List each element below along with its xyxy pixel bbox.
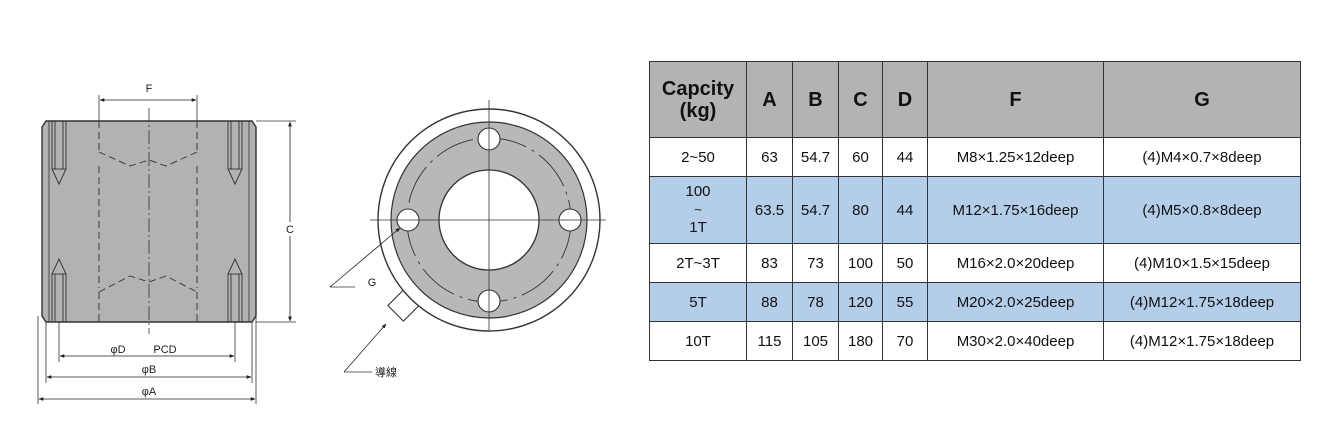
technical-drawing: F C φD PCD φB φA (37, 83, 606, 404)
table-row: 2~50 63 54.7 60 44 M8×1.25×12deep (4)M4×… (649, 137, 1301, 177)
table-row: 5T 88 78 120 55 M20×2.0×25deep (4)M12×1.… (649, 282, 1301, 322)
c-label: C (286, 224, 294, 236)
header-c: C (838, 61, 883, 138)
cell-f: M8×1.25×12deep (927, 137, 1104, 177)
cell-g: (4)M12×1.75×18deep (1103, 282, 1301, 322)
cell-a: 63 (746, 137, 793, 177)
f-label: F (146, 83, 153, 95)
table-row: 100 ~ 1T 63.5 54.7 80 44 M12×1.75×16deep… (649, 176, 1301, 244)
cell-g: (4)M10×1.5×15deep (1103, 243, 1301, 283)
cell-c: 120 (838, 282, 883, 322)
header-a: A (746, 61, 793, 138)
cell-d: 50 (882, 243, 928, 283)
cell-g: (4)M4×0.7×8deep (1103, 137, 1301, 177)
header-b: B (792, 61, 839, 138)
cell-c: 180 (838, 321, 883, 361)
spec-table: Capcity(kg) A B C D F G 2~50 63 54.7 60 … (649, 61, 1301, 361)
cell-a: 115 (746, 321, 793, 361)
capacity-line1: 100 (685, 183, 711, 200)
cell-g: (4)M5×0.8×8deep (1103, 176, 1301, 244)
table-row: 10T 115 105 180 70 M30×2.0×40deep (4)M12… (649, 321, 1301, 361)
cell-d: 44 (882, 176, 928, 244)
capacity-line3: 1T (689, 219, 707, 236)
cell-capacity: 2T~3T (649, 243, 747, 283)
table-header-row: Capcity(kg) A B C D F G (649, 61, 1301, 138)
cell-b: 54.7 (792, 137, 839, 177)
cell-b: 105 (792, 321, 839, 361)
cell-a: 83 (746, 243, 793, 283)
cell-f: M16×2.0×20deep (927, 243, 1104, 283)
header-capacity-line1: Capcity (661, 77, 735, 100)
header-f: F (927, 61, 1104, 138)
cell-c: 80 (838, 176, 883, 244)
header-d: D (882, 61, 928, 138)
cell-f: M30×2.0×40deep (927, 321, 1104, 361)
cell-c: 60 (838, 137, 883, 177)
cell-g: (4)M12×1.75×18deep (1103, 321, 1301, 361)
g-label: G (368, 277, 377, 289)
cell-capacity: 10T (649, 321, 747, 361)
d-label: φD (110, 344, 125, 356)
capacity-line2: ~ (694, 202, 702, 217)
cell-d: 70 (882, 321, 928, 361)
cell-c: 100 (838, 243, 883, 283)
header-g: G (1103, 61, 1301, 138)
cell-b: 78 (792, 282, 839, 322)
cell-capacity: 2~50 (649, 137, 747, 177)
cable-label: 導線 (375, 365, 397, 379)
header-capacity-line2: (kg) (679, 99, 717, 122)
table-row: 2T~3T 83 73 100 50 M16×2.0×20deep (4)M10… (649, 243, 1301, 283)
side-view: F C φD PCD φB φA (37, 83, 296, 404)
cell-f: M20×2.0×25deep (927, 282, 1104, 322)
b-label: φB (142, 364, 156, 376)
cell-b: 54.7 (792, 176, 839, 244)
pcd-label: PCD (153, 344, 176, 356)
header-capacity: Capcity(kg) (649, 61, 747, 138)
cell-d: 44 (882, 137, 928, 177)
cell-d: 55 (882, 282, 928, 322)
cell-f: M12×1.75×16deep (927, 176, 1104, 244)
cell-capacity: 100 ~ 1T (649, 176, 747, 244)
cell-capacity: 5T (649, 282, 747, 322)
cell-a: 63.5 (746, 176, 793, 244)
a-label: φA (142, 386, 157, 398)
cell-a: 88 (746, 282, 793, 322)
top-view: G 導線 (329, 100, 606, 379)
cell-b: 73 (792, 243, 839, 283)
